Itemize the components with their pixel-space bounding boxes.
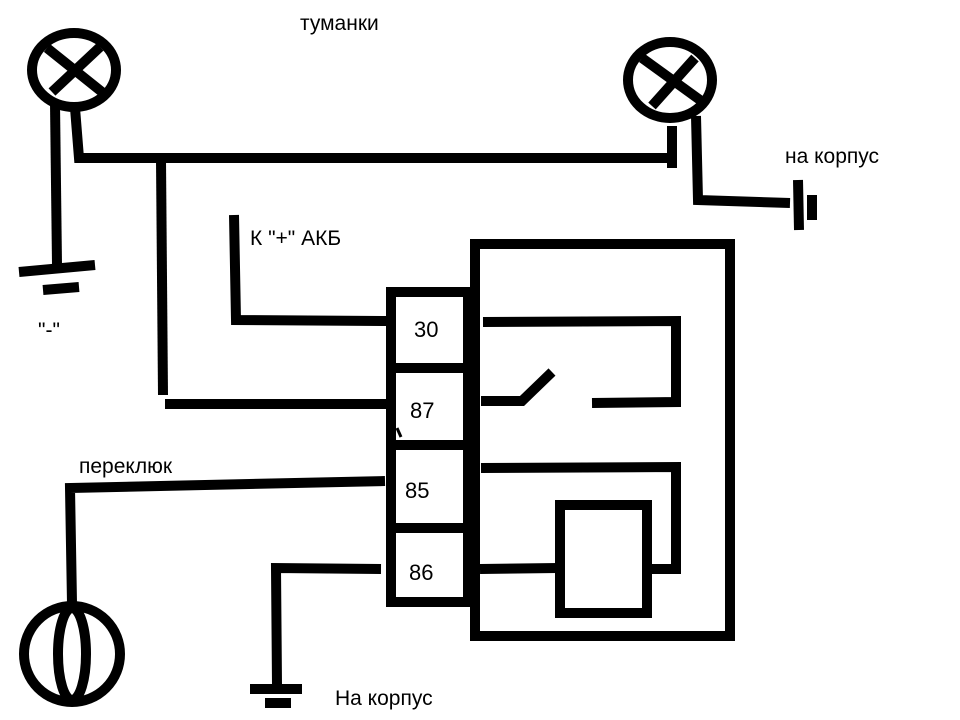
pin-30-label: 30 xyxy=(414,317,438,342)
ground-bottom-label: На корпус xyxy=(335,687,433,710)
relay-switch-contact xyxy=(481,368,556,406)
ground-symbol-left xyxy=(18,260,96,295)
title-label: туманки xyxy=(300,12,379,35)
ground-bar xyxy=(18,260,96,277)
lamp-circle xyxy=(623,37,717,123)
lamp-circle xyxy=(27,28,121,112)
wire-lamp-bus xyxy=(70,107,673,163)
relay-coil-wire-85 xyxy=(480,461,681,574)
fog-lamp-right xyxy=(623,37,717,123)
switch-circle xyxy=(19,601,125,707)
connector-frame xyxy=(386,287,473,607)
wire-86-to-ground xyxy=(270,562,382,686)
battery-plus-label: К "+" АКБ xyxy=(250,227,341,250)
wire-switch-to-85 xyxy=(64,476,386,604)
ground-right-label: на корпус xyxy=(785,145,879,168)
ground-symbol-right xyxy=(793,179,817,231)
switch-icon[interactable] xyxy=(19,601,125,707)
connector-mark xyxy=(395,427,403,438)
relay-coil-wire-86 xyxy=(479,563,559,574)
pin-86-label: 86 xyxy=(409,560,433,585)
wire-left-ground xyxy=(50,102,62,266)
wire-battery-to-30 xyxy=(229,214,391,326)
ground-symbol-bottom xyxy=(250,684,302,708)
ground-bar xyxy=(793,179,804,231)
relay-body xyxy=(470,239,735,641)
lamp-cross-line xyxy=(48,43,104,96)
wire-right-ground xyxy=(691,115,791,208)
fog-lamp-left xyxy=(27,28,121,112)
wire-bus-drop xyxy=(156,159,168,396)
switch-label: переклюк xyxy=(79,455,173,478)
relay-connector: 30 87 85 86 xyxy=(386,287,473,607)
relay-frame xyxy=(470,239,735,641)
relay-contact-path xyxy=(482,315,681,408)
lamp-cross-line xyxy=(648,54,699,110)
ground-bar xyxy=(42,282,80,295)
pin-85-label: 85 xyxy=(405,478,429,503)
pin-87-label: 87 xyxy=(410,398,434,423)
switch-inner xyxy=(53,603,91,705)
relay-coil xyxy=(555,500,652,618)
minus-label: "-" xyxy=(38,319,60,342)
